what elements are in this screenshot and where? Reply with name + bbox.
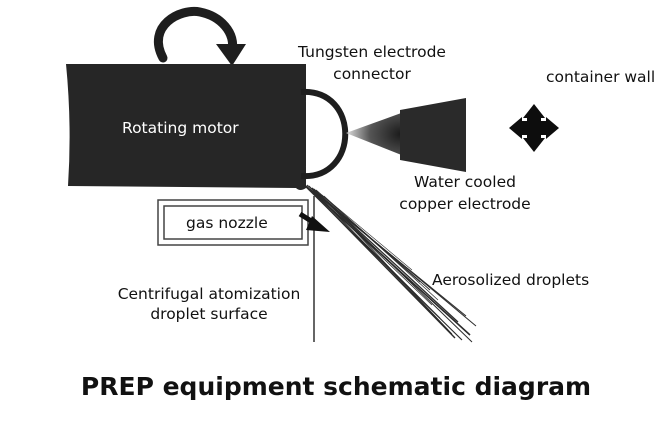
container-wall-label: container wall — [546, 68, 656, 86]
aerosolized-label: Aerosolized droplets — [432, 271, 590, 289]
gas-flow-arrow — [298, 211, 330, 232]
centrifugal-label-line1: Centrifugal atomization — [117, 285, 301, 303]
rotating-motor-body — [66, 64, 306, 190]
four-way-arrow-icon — [509, 104, 559, 152]
water-cooled-label-line2: copper electrode — [399, 195, 531, 213]
copper-electrode — [400, 98, 466, 172]
gas-nozzle-inner — [163, 205, 303, 240]
plasma-arc — [346, 112, 404, 156]
rotation-arrow-icon — [153, 6, 246, 66]
droplet-spray — [305, 184, 477, 343]
tungsten-label-line1: Tungsten electrode — [298, 43, 446, 61]
gas-nozzle-label: gas nozzle — [186, 214, 268, 232]
water-cooled-label-line1: Water cooled — [414, 173, 516, 191]
tungsten-connector-ring — [300, 88, 349, 180]
tungsten-label-line2: connector — [333, 65, 411, 83]
gas-nozzle-outer — [157, 199, 309, 246]
rotating-motor-label: Rotating motor — [122, 119, 239, 137]
diagram-title: PREP equipment schematic diagram — [80, 372, 592, 401]
centrifugal-label-line2: droplet surface — [150, 305, 268, 323]
